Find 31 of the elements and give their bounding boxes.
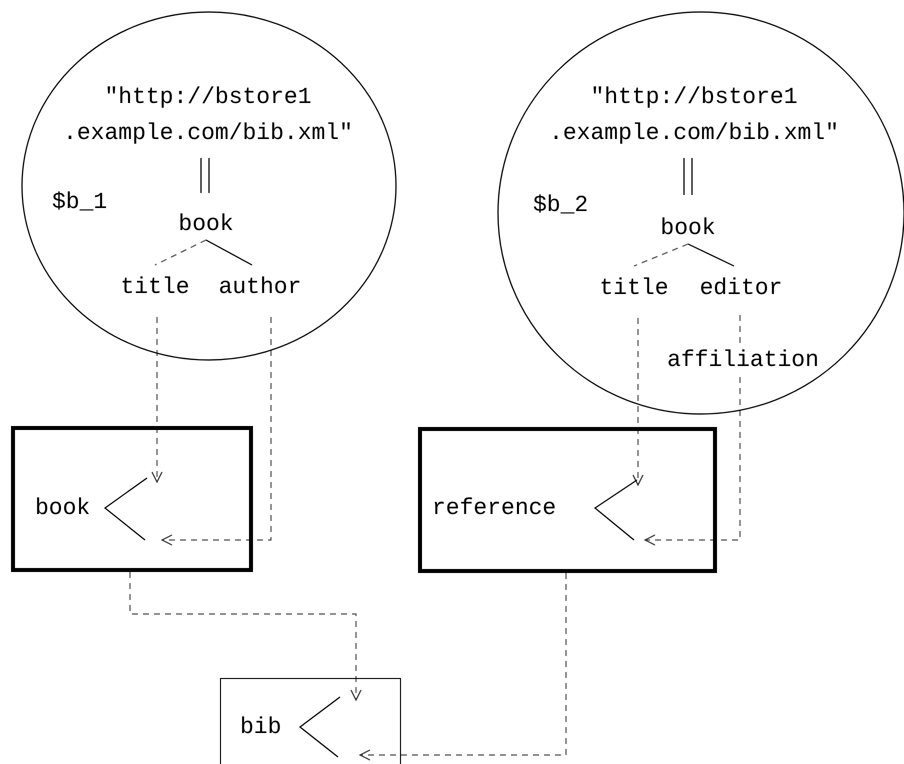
element-box: [220, 678, 401, 764]
arrow: [161, 317, 272, 546]
element-name: bib: [240, 713, 282, 741]
connector-line: [683, 157, 693, 196]
variable-name: $b_2: [533, 191, 588, 219]
scope-circle: [22, 12, 396, 360]
connector-line: [634, 243, 688, 267]
element-box: [11, 426, 253, 572]
connector-line: [154, 239, 206, 266]
connector-line: [688, 243, 734, 267]
tree-node-label: book: [660, 214, 716, 242]
arrow: [644, 377, 741, 546]
arrow: [129, 572, 362, 701]
tree-node-label: editor: [699, 274, 783, 302]
url-label: "http://bstore1 .example.com/bib.xml": [539, 79, 849, 151]
tree-node-label: title: [599, 274, 669, 302]
connector-line: [739, 315, 741, 345]
tree-node-label: author: [218, 273, 302, 301]
element-name: reference: [432, 494, 556, 522]
tree-node-label: title: [120, 273, 190, 301]
tree-node-label: book: [178, 210, 234, 238]
connector-line: [206, 239, 252, 266]
arrow: [151, 317, 163, 483]
variable-name: $b_1: [52, 188, 108, 216]
url-label: "http://bstore1 .example.com/bib.xml": [53, 79, 363, 151]
connector-line: [200, 157, 210, 194]
arrow: [359, 573, 567, 761]
arrow: [632, 318, 644, 486]
tree-node-label: affiliation: [666, 346, 820, 374]
element-name: book: [35, 494, 90, 522]
element-box: [418, 427, 717, 573]
